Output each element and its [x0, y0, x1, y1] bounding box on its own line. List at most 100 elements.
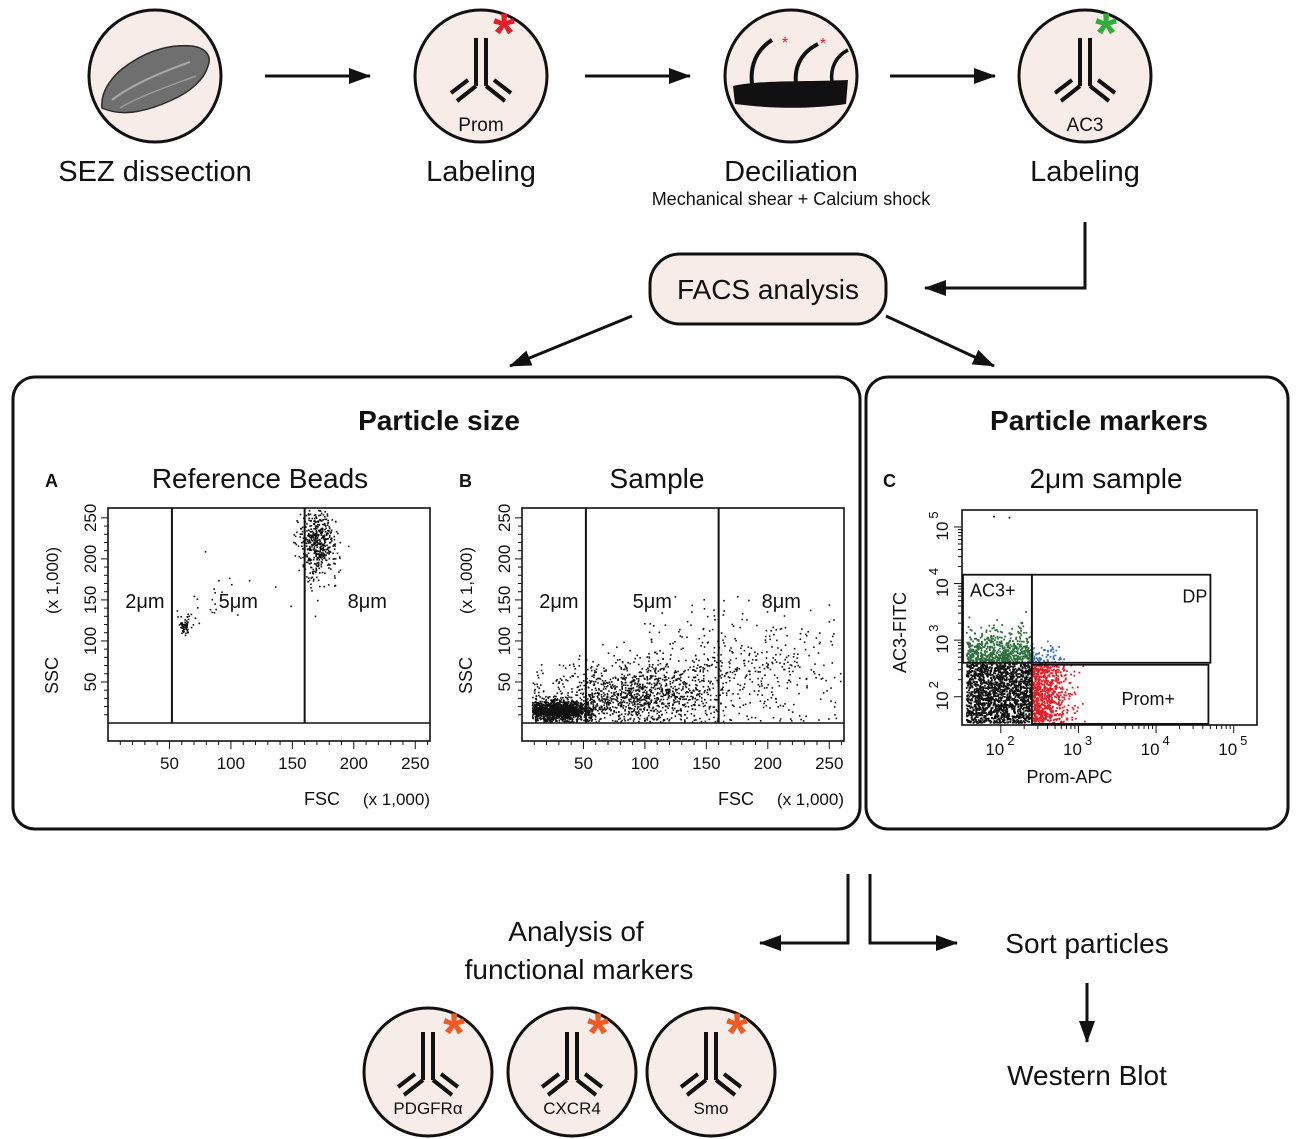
- plot-b-point-5μm-8μm: [833, 619, 835, 621]
- plot-b-point-2μm-5μm: [664, 694, 667, 696]
- plot-b-point-2μm-5μm: [694, 680, 697, 682]
- plot-c-point-negative: [1025, 675, 1028, 678]
- plot-b-point-debris: [537, 704, 540, 706]
- plot-b-point-2μm-5μm: [593, 680, 595, 683]
- plot-b-point-5μm-8μm: [764, 674, 766, 676]
- plot-c-point-negative: [1022, 694, 1025, 697]
- plot-b-point-2μm-5μm: [665, 711, 668, 714]
- plot-b-point-2μm-5μm: [665, 676, 667, 678]
- plot-c-point-negative: [971, 714, 973, 717]
- plot-b-point-5μm-8μm: [793, 703, 795, 706]
- plot-a-point-8μm: [321, 530, 324, 532]
- plot-c-point-negative: [1003, 677, 1005, 680]
- plot-b-point-2μm-5μm: [630, 713, 633, 716]
- plot-a-point-8μm: [306, 556, 309, 558]
- plot-c-point-negative: [971, 712, 973, 714]
- plot-c-point-negative: [1000, 717, 1002, 720]
- plot-b-point-2μm-5μm: [538, 691, 540, 694]
- plot-b-point-5μm-8μm: [667, 692, 670, 694]
- plot-b-point-2μm-5μm: [599, 678, 602, 680]
- plot-b-ytick-label: 250: [495, 504, 514, 532]
- plot-b-point-debris: [534, 710, 536, 712]
- plot-b-point-5μm-8μm: [796, 684, 799, 686]
- plot-b-point-5μm-8μm: [751, 681, 754, 683]
- plot-c-point-negative: [995, 670, 997, 672]
- plot-b-point-5μm-8μm: [706, 615, 709, 618]
- plot-b-point-2μm-5μm: [632, 697, 635, 699]
- plot-a-point-8μm: [316, 576, 318, 579]
- plot-c-point-negative: [1017, 704, 1020, 707]
- plot-b-point-2μm-5μm: [624, 664, 627, 667]
- plot-c-point-negative: [1022, 707, 1024, 710]
- plot-b-point-debris: [555, 711, 558, 713]
- plot-c-point-negative: [969, 677, 972, 680]
- plot-b-point-debris: [534, 704, 536, 707]
- plot-b-point-2μm-5μm: [602, 701, 604, 703]
- plot-a-point-8μm: [313, 547, 316, 550]
- plot-b-point-debris: [559, 700, 561, 703]
- plot-b-point-2μm-5μm: [594, 718, 597, 721]
- plot-b-point-2μm-5μm: [719, 694, 721, 696]
- plot-c-point-negative: [982, 675, 985, 678]
- plot-a-point-8μm: [296, 520, 298, 522]
- plot-c-point-negative: [1024, 693, 1027, 695]
- plot-c-point-negative: [983, 691, 985, 694]
- plot-a-point-8μm: [309, 542, 312, 544]
- plot-b-point-debris: [556, 707, 559, 710]
- plot-c-point-negative: [1025, 676, 1028, 679]
- plot-b-point-debris: [535, 713, 538, 716]
- plot-b-point-debris: [556, 699, 558, 701]
- plot-b-point-2μm-5μm: [586, 704, 589, 706]
- plot-a-point-8μm: [305, 545, 308, 547]
- ac3-star-icon: *: [1095, 1, 1117, 64]
- plot-a-point-8μm: [314, 534, 316, 537]
- plot-c-point-negative: [996, 711, 999, 714]
- plot-c-point-negative: [1023, 663, 1025, 666]
- plot-a-point-8μm: [293, 534, 296, 536]
- plot-b-point-debris: [591, 715, 593, 717]
- plot-b-point-debris: [540, 708, 543, 711]
- plot-b-point-2μm-5μm: [562, 664, 565, 667]
- plot-c-point-negative: [1002, 704, 1004, 706]
- plot-b-point-debris: [568, 717, 571, 719]
- plot-c-point-negative: [983, 716, 985, 719]
- plot-b-point-debris: [536, 717, 539, 720]
- plot-c-point-negative: [1000, 704, 1003, 706]
- plot-b-point-debris: [580, 703, 583, 706]
- plot-a-point-8μm: [312, 534, 315, 537]
- plot-b-point-2μm-5μm: [580, 712, 583, 715]
- plot-b-point-2μm-5μm: [643, 686, 646, 688]
- plot-a-point-8μm: [318, 555, 321, 557]
- plot-b-point-debris: [566, 702, 568, 705]
- plot-b-point-2μm-5μm: [621, 685, 623, 687]
- plot-c-point-negative: [1024, 687, 1027, 689]
- plot-b-point-debris: [536, 713, 539, 716]
- plot-b-point-5μm-8μm: [796, 657, 799, 659]
- plot-b-point-2μm-5μm: [675, 689, 677, 692]
- plot-c-point-negative: [1008, 691, 1011, 694]
- plot-b-point-2μm-5μm: [603, 698, 605, 700]
- plot-b-point-2μm-5μm: [701, 697, 703, 699]
- plot-b-point-2μm-5μm: [602, 643, 604, 646]
- plot-a-point-2μm: [186, 630, 189, 632]
- plot-a-point-2μm: [180, 626, 182, 629]
- plot-c-point-negative: [967, 700, 969, 703]
- plot-c-point-negative: [970, 676, 973, 679]
- plot-c-point-negative: [1019, 708, 1021, 710]
- plot-b-point-5μm-8μm: [678, 660, 680, 662]
- plot-b-point-debris: [557, 707, 560, 709]
- plot-a-point-8μm: [316, 541, 318, 544]
- plot-a-point-8μm: [317, 550, 320, 553]
- plot-b-point-5μm-8μm: [674, 596, 677, 598]
- plot-a-point-8μm: [315, 517, 318, 519]
- plot-c-point-negative: [1004, 705, 1007, 708]
- plot-a-point-8μm: [312, 580, 315, 582]
- plot-b-point-5μm-8μm: [703, 599, 705, 601]
- plot-b-point-2μm-5μm: [630, 681, 633, 684]
- plot-b-point-5μm-8μm: [742, 704, 745, 706]
- plot-b-point-2μm-5μm: [638, 690, 640, 693]
- plot-b-point-2μm-5μm: [614, 685, 616, 687]
- plot-a-point-2μm: [192, 624, 195, 626]
- plot-b-point-2μm-5μm: [610, 686, 612, 688]
- plot-b-point-debris: [581, 706, 584, 709]
